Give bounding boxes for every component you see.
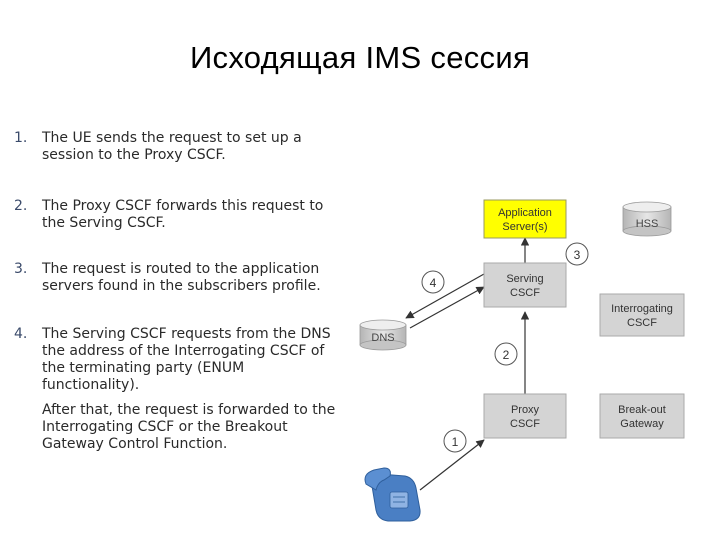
step-number: 4. — [14, 326, 28, 342]
step-marker-4: 4 — [421, 270, 445, 294]
step-marker-1: 1 — [443, 429, 467, 453]
step-text: The Serving CSCF requests from the DNS t… — [42, 326, 331, 393]
step-text: The request is routed to the application… — [42, 261, 321, 294]
serving-cscf-label-line1: Serving — [506, 273, 543, 285]
step-text: The UE sends the request to set up a ses… — [42, 130, 302, 163]
serving-cscf-label-line2: CSCF — [510, 287, 540, 299]
interrogating-cscf-label-line1: Interrogating — [611, 303, 673, 315]
proxy-cscf-node: Proxy CSCF — [483, 393, 567, 439]
step-marker-1-label: 1 — [452, 435, 459, 449]
step-number: 3. — [14, 261, 28, 277]
step-number: 2. — [14, 198, 28, 214]
telephone-icon — [364, 467, 421, 522]
step-marker-3-label: 3 — [574, 248, 581, 262]
list-item: 3. The request is routed to the applicat… — [14, 261, 344, 295]
list-item-continuation: After that, the request is forwarded to … — [14, 402, 344, 453]
interrogating-cscf-node: Interrogating CSCF — [599, 293, 685, 337]
app-server-label-line2: Server(s) — [502, 221, 547, 233]
breakout-gateway-node: Break-out Gateway — [599, 393, 685, 439]
step-marker-2: 2 — [494, 342, 518, 366]
proxy-cscf-label-line2: CSCF — [510, 418, 540, 430]
hss-label: HSS — [636, 218, 659, 230]
app-server-label-line1: Application — [498, 207, 552, 219]
hss-node: HSS — [622, 201, 672, 237]
arrow-serving-to-dns — [405, 273, 485, 319]
step-marker-2-label: 2 — [503, 348, 510, 362]
list-item: 1. The UE sends the request to set up a … — [14, 130, 344, 164]
list-item: 4. The Serving CSCF requests from the DN… — [14, 326, 344, 394]
arrow-dns-to-serving — [409, 286, 485, 329]
step-text: The Proxy CSCF forwards this request to … — [42, 198, 324, 231]
application-server-node: Application Server(s) — [483, 199, 567, 239]
step-marker-3: 3 — [565, 242, 589, 266]
dns-node: DNS — [359, 319, 407, 351]
serving-cscf-node: Serving CSCF — [483, 262, 567, 308]
list-item: 2. The Proxy CSCF forwards this request … — [14, 198, 344, 232]
breakout-gateway-label-line1: Break-out — [618, 404, 666, 416]
proxy-cscf-label-line1: Proxy — [511, 404, 540, 416]
breakout-gateway-label-line2: Gateway — [620, 418, 664, 430]
page-title: Исходящая IMS сессия — [189, 40, 531, 75]
dns-label: DNS — [371, 332, 394, 344]
step-marker-4-label: 4 — [430, 276, 437, 290]
step-text: After that, the request is forwarded to … — [42, 402, 336, 452]
interrogating-cscf-label-line2: CSCF — [627, 317, 657, 329]
step-number: 1. — [14, 130, 28, 146]
arrow-phone-to-proxy — [419, 439, 485, 491]
